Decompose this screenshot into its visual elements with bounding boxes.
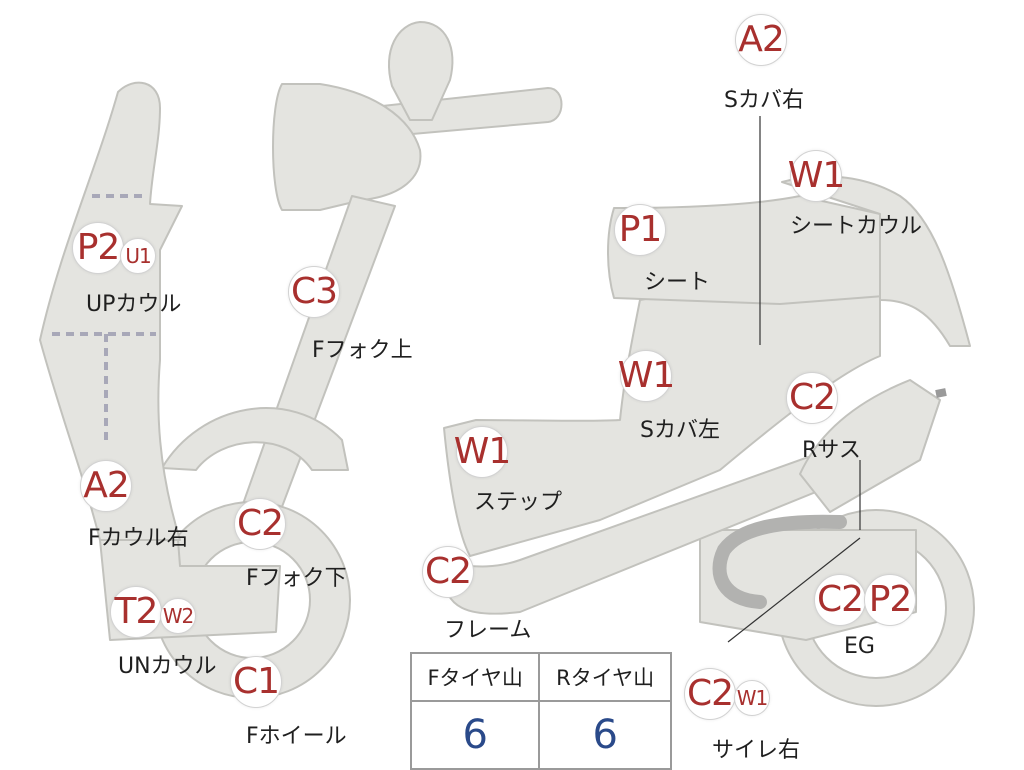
badge-s-cover-left: W1 (618, 350, 675, 402)
badge-f-fork-lower: C2 (234, 498, 286, 550)
badge-f-cowl-right: A2 (80, 460, 132, 512)
badge-r-suspension: C2 (786, 372, 838, 424)
badge-f-fork-upper: C3 (288, 266, 340, 318)
badge-frame: C2 (422, 546, 474, 598)
label-step: ステップ (474, 490, 563, 515)
label-seat-cowl: シートカウル (790, 214, 923, 239)
label-r-suspension: Rサス (802, 438, 861, 463)
front-tread-header: Fタイヤ山 (409, 652, 541, 702)
badge-un-cowl: T2 (110, 586, 162, 638)
label-frame: フレーム (444, 618, 532, 643)
label-seat: シート (644, 270, 711, 295)
label-f-fork-upper: Fフォク上 (312, 338, 413, 363)
badge-step: W1 (454, 426, 511, 478)
label-muffler-right: サイレ右 (712, 738, 801, 763)
seat-cowl (781, 175, 971, 347)
badge-seat: P1 (614, 204, 666, 256)
label-f-cowl-right: Fカウル右 (88, 526, 189, 551)
badge-f-wheel: C1 (230, 656, 282, 708)
front-cowl (39, 81, 183, 541)
label-up-cowl: UPカウル (86, 292, 182, 317)
badge-muffler-right: C2 (684, 668, 736, 720)
label-f-wheel: Fホイール (246, 724, 347, 749)
badge-engine-2: P2 (864, 574, 916, 626)
step-floor (443, 257, 881, 557)
label-f-fork-lower: Fフォク下 (246, 566, 347, 591)
badge-muffler-right-sub: W1 (734, 680, 770, 716)
badge-up-cowl: P2 (72, 222, 124, 274)
badge-s-cover-right: A2 (735, 14, 787, 66)
tread-depth-table: Fタイヤ山 Rタイヤ山 6 6 (409, 652, 672, 770)
headlight (272, 83, 422, 211)
label-s-cover-right: Sカバ右 (724, 88, 804, 113)
rear-tread-header: Rタイヤ山 (538, 652, 672, 702)
badge-up-cowl-sub: U1 (120, 238, 156, 274)
label-un-cowl: UNカウル (118, 654, 217, 679)
badge-seat-cowl: W1 (788, 150, 845, 202)
label-engine: EG (844, 634, 875, 659)
badge-engine: C2 (814, 574, 866, 626)
label-s-cover-left: Sカバ左 (640, 418, 720, 443)
exhaust-pipe (712, 514, 847, 609)
front-tread-value: 6 (409, 700, 541, 770)
front-fender (161, 407, 349, 471)
rear-shock (799, 379, 941, 513)
badge-un-cowl-sub: W2 (160, 598, 196, 634)
mirror (387, 21, 454, 121)
rear-tread-value: 6 (538, 700, 672, 770)
